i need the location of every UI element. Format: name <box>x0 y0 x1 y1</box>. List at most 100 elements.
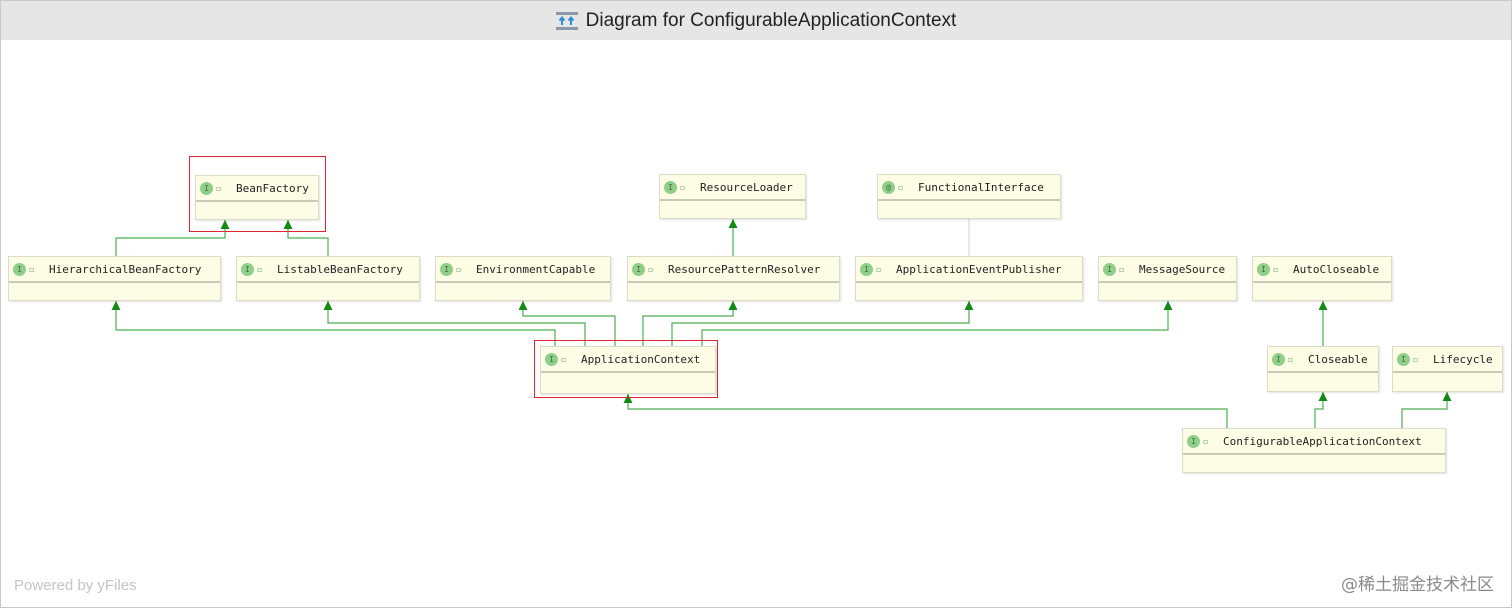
node-ApplicationEventPublisher[interactable]: I ▫ ApplicationEventPublisher <box>855 256 1083 301</box>
node-FunctionalInterface[interactable]: @ ▫ FunctionalInterface <box>877 174 1061 219</box>
edge-line <box>671 301 970 346</box>
node-header: I ▫ ConfigurableApplicationContext <box>1183 429 1445 455</box>
interface-icon: I <box>1187 434 1200 448</box>
edge-line <box>1401 392 1448 428</box>
node-header: @ ▫ FunctionalInterface <box>878 175 1060 201</box>
edge-ApplicationContext-to-ListableBeanFactory <box>323 301 586 346</box>
edge-line <box>115 301 556 346</box>
public-visibility-icon: ▫ <box>216 183 222 193</box>
edge-ConfigurableApplicationContext-to-Closeable <box>1314 392 1328 428</box>
node-name: ApplicationContext <box>581 352 701 366</box>
edge-line <box>627 394 1228 428</box>
node-header: I ▫ ResourcePatternResolver <box>628 257 839 283</box>
edge-ConfigurableApplicationContext-to-Lifecycle <box>1401 392 1452 428</box>
node-ListableBeanFactory[interactable]: I ▫ ListableBeanFactory <box>236 256 420 301</box>
interface-icon: I <box>440 262 453 276</box>
public-visibility-icon: ▫ <box>561 354 567 364</box>
inheritance-arrowhead-icon <box>1318 301 1328 310</box>
public-visibility-icon: ▫ <box>29 264 35 274</box>
edge-ApplicationContext-to-ResourcePatternResolver <box>642 301 738 346</box>
interface-icon: I <box>860 262 873 276</box>
inheritance-arrowhead-icon <box>518 301 528 310</box>
interface-icon: I <box>13 262 26 276</box>
interface-icon: I <box>1257 262 1270 276</box>
interface-icon: I <box>1397 352 1410 366</box>
public-visibility-icon: ▫ <box>1413 354 1419 364</box>
node-header: I ▫ Closeable <box>1268 347 1378 373</box>
interface-icon: I <box>545 352 558 366</box>
node-header: I ▫ HierarchicalBeanFactory <box>9 257 220 283</box>
public-visibility-icon: ▫ <box>1119 264 1125 274</box>
node-MessageSource[interactable]: I ▫ MessageSource <box>1098 256 1237 301</box>
edge-line <box>327 301 586 346</box>
interface-icon: I <box>241 262 254 276</box>
node-HierarchicalBeanFactory[interactable]: I ▫ HierarchicalBeanFactory <box>8 256 221 301</box>
edge-ListableBeanFactory-to-BeanFactory <box>283 220 329 256</box>
node-name: AutoCloseable <box>1293 262 1380 276</box>
node-ConfigurableApplicationContext[interactable]: I ▫ ConfigurableApplicationContext <box>1182 428 1446 473</box>
inheritance-arrowhead-icon <box>964 301 974 310</box>
public-visibility-icon: ▫ <box>876 264 882 274</box>
interface-icon: I <box>1272 352 1285 366</box>
inheritance-arrowhead-icon <box>728 219 738 228</box>
edge-ConfigurableApplicationContext-to-ApplicationContext <box>623 394 1228 428</box>
public-visibility-icon: ▫ <box>648 264 654 274</box>
diagram-icon <box>555 11 578 31</box>
edge-ResourcePatternResolver-to-ResourceLoader <box>728 219 738 256</box>
edge-ApplicationContext-to-MessageSource <box>701 301 1173 346</box>
node-AutoCloseable[interactable]: I ▫ AutoCloseable <box>1252 256 1392 301</box>
node-name: ListableBeanFactory <box>277 262 403 276</box>
edge-ApplicationContext-to-ApplicationEventPublisher <box>671 301 974 346</box>
node-name: ResourcePatternResolver <box>668 262 821 276</box>
node-ResourcePatternResolver[interactable]: I ▫ ResourcePatternResolver <box>627 256 840 301</box>
interface-icon: I <box>1103 262 1116 276</box>
inheritance-arrowhead-icon <box>220 220 230 229</box>
annotation-icon: @ <box>882 180 895 194</box>
node-header: I ▫ Lifecycle <box>1393 347 1502 373</box>
node-ApplicationContext[interactable]: I ▫ ApplicationContext <box>540 346 716 394</box>
node-Closeable[interactable]: I ▫ Closeable <box>1267 346 1379 392</box>
public-visibility-icon: ▫ <box>680 182 686 192</box>
node-EnvironmentCapable[interactable]: I ▫ EnvironmentCapable <box>435 256 611 301</box>
node-name: Closeable <box>1308 352 1368 366</box>
interface-icon: I <box>632 262 645 276</box>
interface-icon: I <box>664 180 677 194</box>
inheritance-arrowhead-icon <box>323 301 333 310</box>
node-name: Lifecycle <box>1433 352 1493 366</box>
node-name: ApplicationEventPublisher <box>896 262 1062 276</box>
public-visibility-icon: ▫ <box>1203 436 1209 446</box>
edge-ApplicationContext-to-HierarchicalBeanFactory <box>111 301 556 346</box>
node-Lifecycle[interactable]: I ▫ Lifecycle <box>1392 346 1503 392</box>
inheritance-arrowhead-icon <box>623 394 633 403</box>
node-name: FunctionalInterface <box>918 180 1044 194</box>
node-header: I ▫ ApplicationContext <box>541 347 715 373</box>
public-visibility-icon: ▫ <box>898 182 904 192</box>
node-header: I ▫ AutoCloseable <box>1253 257 1391 283</box>
node-name: ResourceLoader <box>700 180 793 194</box>
public-visibility-icon: ▫ <box>1288 354 1294 364</box>
inheritance-arrowhead-icon <box>1318 392 1328 401</box>
inheritance-arrowhead-icon <box>1163 301 1173 310</box>
public-visibility-icon: ▫ <box>456 264 462 274</box>
node-name: BeanFactory <box>236 181 309 195</box>
title-bar: Diagram for ConfigurableApplicationConte… <box>1 1 1511 40</box>
node-header: I ▫ EnvironmentCapable <box>436 257 610 283</box>
powered-by-label: Powered by yFiles <box>14 577 137 594</box>
inheritance-arrowhead-icon <box>111 301 121 310</box>
node-header: I ▫ MessageSource <box>1099 257 1236 283</box>
edge-Closeable-to-AutoCloseable <box>1318 301 1328 346</box>
interface-icon: I <box>200 181 213 195</box>
node-ResourceLoader[interactable]: I ▫ ResourceLoader <box>659 174 806 219</box>
edge-line <box>701 301 1169 346</box>
public-visibility-icon: ▫ <box>257 264 263 274</box>
node-header: I ▫ ResourceLoader <box>660 175 805 201</box>
highlight-box <box>189 156 326 232</box>
node-BeanFactory[interactable]: I ▫ BeanFactory <box>195 175 319 220</box>
node-header: I ▫ ApplicationEventPublisher <box>856 257 1082 283</box>
node-header: I ▫ ListableBeanFactory <box>237 257 419 283</box>
edge-HierarchicalBeanFactory-to-BeanFactory <box>115 220 230 256</box>
node-name: MessageSource <box>1139 262 1226 276</box>
watermark: @稀土掘金技术社区 <box>1341 575 1494 595</box>
inheritance-arrowhead-icon <box>1442 392 1452 401</box>
